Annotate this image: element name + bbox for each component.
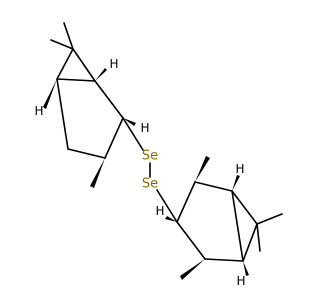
upper-carane-unit: H H H — [34, 22, 150, 188]
bond — [94, 80, 124, 119]
bond — [231, 190, 258, 225]
lower-carane-unit: H H H — [155, 156, 283, 288]
bond — [56, 78, 96, 82]
bond — [50, 39, 74, 50]
bond — [256, 213, 283, 225]
hydrogen-label: H — [155, 204, 164, 218]
wedge-bond — [180, 259, 205, 280]
bond — [56, 78, 69, 150]
hydrogen-label: H — [140, 121, 149, 135]
wedge-bond — [90, 158, 105, 188]
bond — [67, 148, 106, 159]
bond — [122, 117, 144, 151]
bond — [242, 223, 258, 262]
molecule-structure-canvas: H H H Se Se H H H — [34, 22, 283, 288]
wedge-bond — [232, 175, 240, 191]
wedge-bond — [165, 216, 177, 222]
diselenide-bridge: Se Se — [122, 117, 178, 223]
bond — [256, 223, 261, 252]
hydrogen-label: H — [236, 274, 245, 288]
wedge-bond — [243, 261, 249, 276]
hydrogen-label: H — [109, 57, 118, 71]
wedge-bond — [95, 68, 107, 81]
bond — [176, 221, 206, 260]
bond — [194, 181, 233, 192]
wedge-bond — [195, 156, 210, 182]
bond — [104, 117, 124, 159]
wedge-bond — [123, 118, 136, 126]
selenium-atom-lower: Se — [142, 177, 158, 192]
molecule-structure-diagram: H H H Se Se H H H — [34, 22, 283, 288]
selenium-atom-upper: Se — [142, 149, 158, 164]
bond — [204, 258, 244, 262]
hydrogen-label: H — [34, 104, 43, 118]
bond — [176, 181, 196, 223]
bond — [63, 22, 74, 50]
bond — [156, 189, 178, 223]
bond — [231, 190, 244, 262]
bond — [56, 48, 74, 80]
hydrogen-label: H — [235, 162, 244, 176]
wedge-bond — [43, 79, 57, 109]
bond — [72, 48, 96, 82]
